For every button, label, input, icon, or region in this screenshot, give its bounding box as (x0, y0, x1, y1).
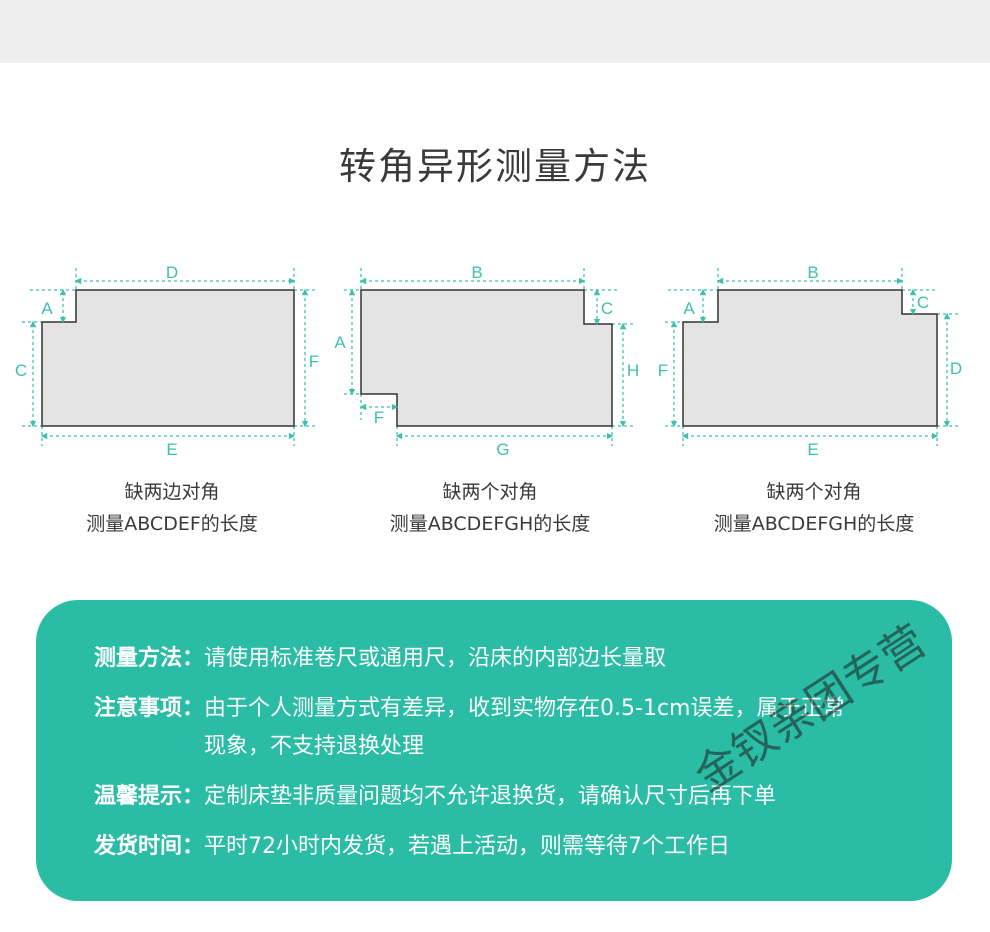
shape-3 (682, 289, 938, 427)
caption-3-line2: 测量ABCDEFGH的长度 (713, 513, 915, 535)
dim-label: E (807, 440, 818, 459)
dim-label: A (41, 299, 53, 318)
dim-label: F (309, 352, 319, 371)
dim-label: G (496, 440, 509, 459)
shape-1 (41, 289, 295, 427)
tip-label: 温馨提示： (94, 784, 205, 809)
page-title: 转角异形测量方法 (339, 145, 651, 188)
dim-label: A (334, 333, 346, 352)
caption-1: 缺两边对角 测量ABCDEF的长度 (12, 476, 332, 540)
notice-text: 由于个人测量方式有差异，收到实物存在0.5-1cm误差，属于正常现象，不支持退换… (204, 696, 845, 759)
top-band (0, 0, 990, 63)
caption-1-line2: 测量ABCDEF的长度 (86, 513, 258, 535)
dim-label: C (917, 293, 929, 312)
dim-label: D (950, 359, 962, 378)
caption-2-line1: 缺两个对角 (442, 481, 538, 503)
method-text: 请使用标准卷尺或通用尺，沿床的内部边长量取 (204, 646, 667, 671)
info-row-tip: 温馨提示： 定制床垫非质量问题均不允许退换货，请确认尺寸后再下单 (94, 778, 866, 816)
dim-label: C (15, 361, 27, 380)
caption-3: 缺两个对角 测量ABCDEFGH的长度 (654, 476, 974, 540)
info-box: 测量方法： 请使用标准卷尺或通用尺，沿床的内部边长量取 注意事项： 由于个人测量… (36, 600, 952, 901)
caption-1-line1: 缺两边对角 (124, 481, 220, 503)
notice-label: 注意事项： (94, 696, 205, 721)
caption-2-line2: 测量ABCDEFGH的长度 (389, 513, 591, 535)
caption-2: 缺两个对角 测量ABCDEFGH的长度 (330, 476, 650, 540)
dim-label: H (627, 361, 639, 380)
shipping-label: 发货时间： (94, 834, 205, 859)
info-row-notice: 注意事项： 由于个人测量方式有差异，收到实物存在0.5-1cm误差，属于正常现象… (94, 690, 866, 766)
method-label: 测量方法： (94, 646, 205, 671)
dim-label: A (683, 299, 695, 318)
info-row-shipping: 发货时间： 平时72小时内发货，若遇上活动，则需等待7个工作日 (94, 828, 866, 866)
dim-label: D (166, 263, 178, 282)
dim-label: F (374, 408, 384, 427)
dim-label: F (658, 361, 668, 380)
info-row-method: 测量方法： 请使用标准卷尺或通用尺，沿床的内部边长量取 (94, 640, 866, 678)
shape-2 (360, 289, 613, 427)
caption-3-line1: 缺两个对角 (766, 481, 862, 503)
diagrams: D A C F E B C A H F G B A C F D E (15, 263, 962, 459)
dim-label: E (166, 440, 177, 459)
shipping-text: 平时72小时内发货，若遇上活动，则需等待7个工作日 (204, 834, 731, 859)
tip-text: 定制床垫非质量问题均不允许退换货，请确认尺寸后再下单 (204, 784, 777, 809)
dim-label: B (807, 263, 818, 282)
dim-label: C (601, 299, 613, 318)
dim-label: B (471, 263, 482, 282)
